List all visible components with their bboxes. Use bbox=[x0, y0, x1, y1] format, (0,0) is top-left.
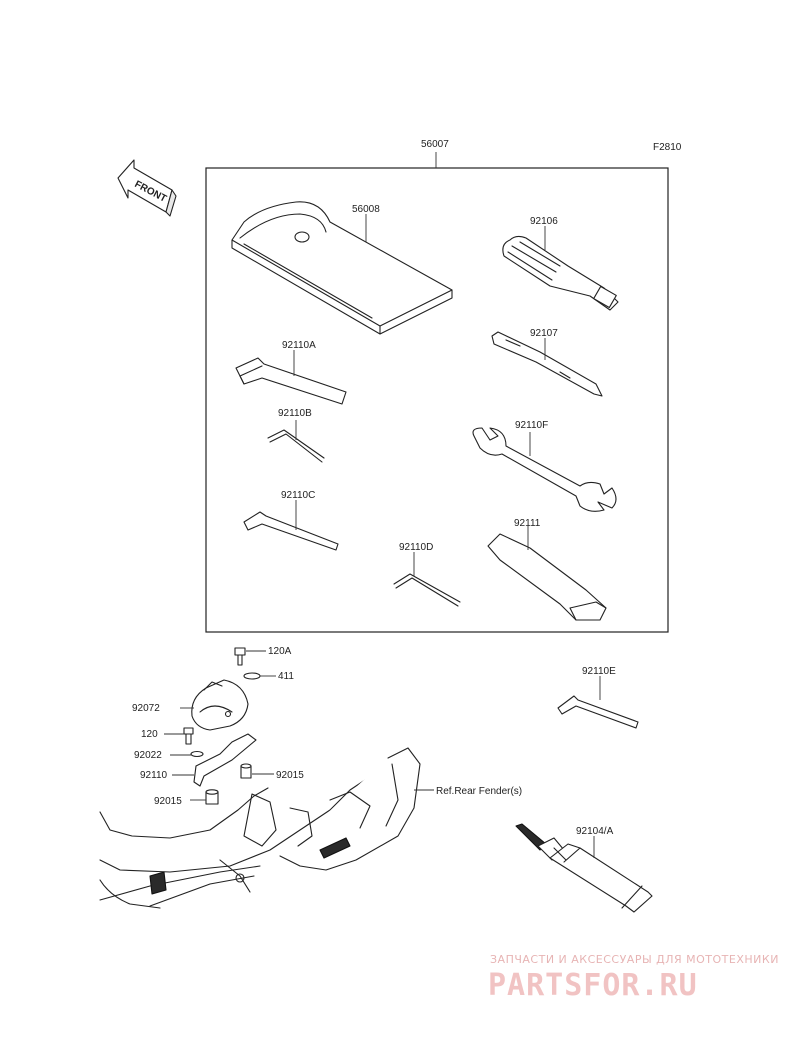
open-end-wrench bbox=[472, 427, 617, 512]
label-92110f: 92110F bbox=[515, 420, 548, 431]
label-92104a: 92104/A bbox=[576, 826, 614, 837]
tool-kit-frame bbox=[205, 167, 669, 633]
label-120: 120 bbox=[141, 729, 158, 740]
tool-cap-92072 bbox=[191, 679, 249, 731]
label-92015-right: 92015 bbox=[276, 770, 304, 781]
extension-bar bbox=[487, 533, 607, 621]
label-56007: 56007 bbox=[421, 139, 449, 150]
label-92110a: 92110A bbox=[282, 340, 316, 351]
label-92106: 92106 bbox=[530, 216, 558, 227]
label-56008: 56008 bbox=[352, 204, 380, 215]
watermark-logo: PARTSFOR.RU bbox=[488, 968, 698, 1003]
hex-wrench-a bbox=[235, 357, 347, 405]
label-92015-left: 92015 bbox=[154, 796, 182, 807]
label-92110e: 92110E bbox=[582, 666, 616, 677]
bracket-92110 bbox=[193, 733, 257, 787]
front-direction-arrow: FRONT bbox=[117, 159, 177, 217]
label-92022: 92022 bbox=[134, 750, 162, 761]
hex-wrench-e bbox=[557, 695, 639, 729]
washer-411 bbox=[243, 672, 261, 680]
hex-wrench-d bbox=[393, 573, 461, 607]
label-92110d: 92110D bbox=[399, 542, 433, 553]
hex-wrench-b bbox=[267, 429, 325, 463]
washer-92022 bbox=[190, 750, 204, 758]
screwdriver-bit bbox=[491, 331, 603, 397]
label-92111: 92111 bbox=[514, 518, 541, 529]
label-rear-fender: Ref.Rear Fender(s) bbox=[436, 786, 522, 797]
bolt-120a bbox=[234, 647, 246, 666]
collar-92015-left bbox=[205, 789, 219, 805]
label-92072: 92072 bbox=[132, 703, 160, 714]
label-92110c: 92110C bbox=[281, 490, 315, 501]
label-92110: 92110 bbox=[140, 770, 168, 781]
bolt-120 bbox=[183, 727, 194, 745]
tool-pouch bbox=[231, 201, 453, 335]
label-92110b: 92110B bbox=[278, 408, 312, 419]
label-411: 411 bbox=[278, 671, 294, 682]
grease-tube bbox=[515, 823, 653, 913]
label-120a: 120A bbox=[268, 646, 292, 657]
screwdriver-handle bbox=[502, 235, 619, 311]
hex-wrench-c bbox=[243, 511, 339, 551]
rear-fender-illustration bbox=[99, 747, 421, 909]
watermark-tagline: ЗАПЧАСТИ И АКСЕССУАРЫ ДЛЯ МОТОТЕХНИКИ bbox=[490, 953, 779, 966]
figure-code: F2810 bbox=[653, 142, 682, 153]
label-92107: 92107 bbox=[530, 328, 558, 339]
collar-92015-right bbox=[240, 763, 252, 779]
